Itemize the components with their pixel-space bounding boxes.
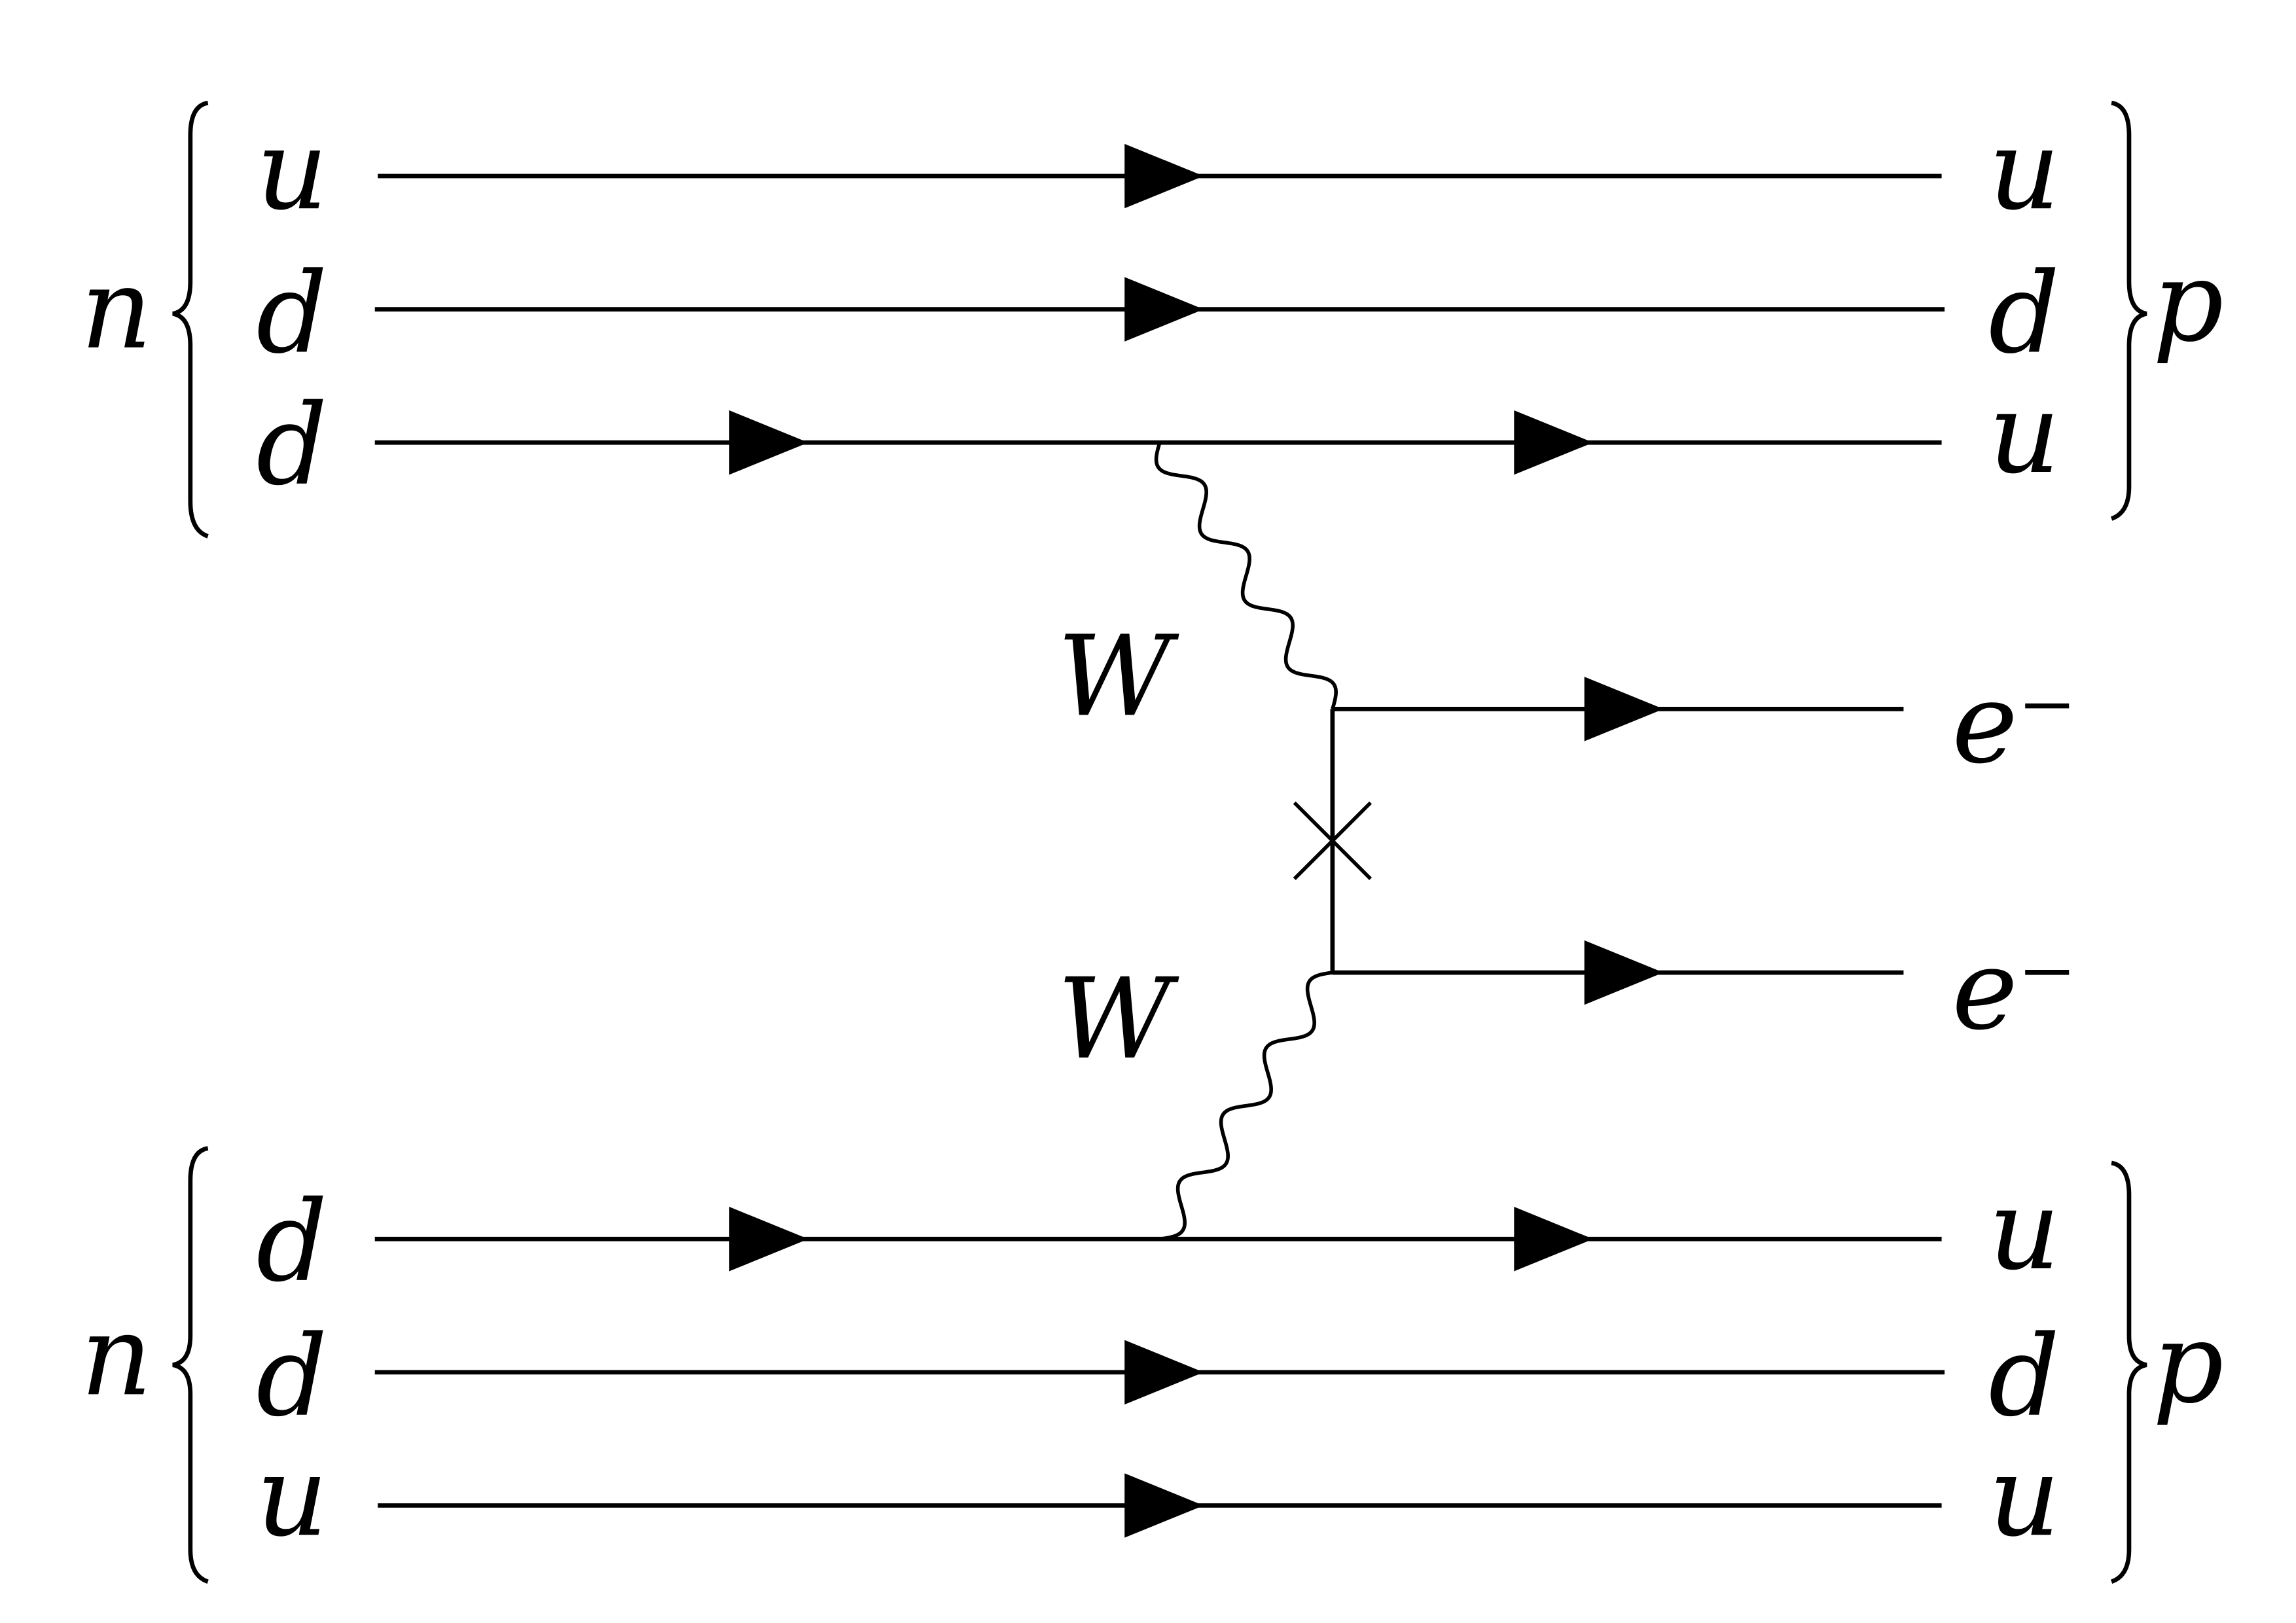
in-quark-label: d xyxy=(257,249,328,379)
fermion-arrow-icon xyxy=(1514,1207,1594,1272)
in-quark-label: d xyxy=(257,1177,328,1307)
final-proton-label: p xyxy=(2153,238,2224,367)
out-quark-label: u xyxy=(1988,1432,2060,1561)
final-proton-label: p xyxy=(2153,1299,2224,1429)
w-boson-wavy-line-icon xyxy=(1154,442,1338,710)
fermion-arrow-icon xyxy=(729,410,808,475)
out-quark-label: u xyxy=(1988,369,2060,499)
out-quark-label: d xyxy=(1988,249,2060,379)
w-boson-wavy-line-icon xyxy=(1159,971,1333,1241)
out-quark-label: d xyxy=(1988,1312,2060,1442)
left-brace-icon xyxy=(172,100,209,539)
fermion-arrow-icon xyxy=(1584,940,1664,1005)
electron-label: e⁻ xyxy=(1952,659,2076,789)
fermion-arrow-icon xyxy=(1124,277,1204,342)
lepton-group: e⁻ e⁻ xyxy=(1293,659,2077,1055)
fermion-arrow-icon xyxy=(1124,1473,1204,1538)
right-brace-icon xyxy=(2110,1160,2147,1584)
in-quark-label: d xyxy=(257,381,328,510)
electron-label: e⁻ xyxy=(1952,925,2076,1055)
left-brace-icon xyxy=(172,1146,209,1584)
initial-neutron-label: n xyxy=(81,1291,152,1421)
mass-insertion-cross-icon xyxy=(1293,801,1372,880)
fermion-arrow-icon xyxy=(1124,1340,1204,1405)
in-quark-label: d xyxy=(257,1312,328,1442)
out-quark-label: u xyxy=(1988,105,2060,235)
in-quark-label: u xyxy=(257,105,329,235)
fermion-arrow-icon xyxy=(1124,143,1204,209)
w-boson-group: W W xyxy=(1057,442,1338,1241)
fermion-arrow-icon xyxy=(1584,677,1664,741)
right-brace-icon xyxy=(2110,100,2147,521)
w-boson-label: W xyxy=(1057,612,1179,741)
out-quark-label: u xyxy=(1988,1166,2060,1295)
fermion-arrow-icon xyxy=(729,1207,808,1272)
initial-neutron-label: n xyxy=(81,245,152,374)
bottom-neutron-group: n p d d u u d u xyxy=(81,1146,2224,1584)
top-neutron-group: n p u d d u d u xyxy=(81,100,2224,539)
in-quark-label: u xyxy=(257,1432,329,1561)
w-boson-label: W xyxy=(1057,955,1179,1084)
fermion-arrow-icon xyxy=(1514,410,1594,475)
